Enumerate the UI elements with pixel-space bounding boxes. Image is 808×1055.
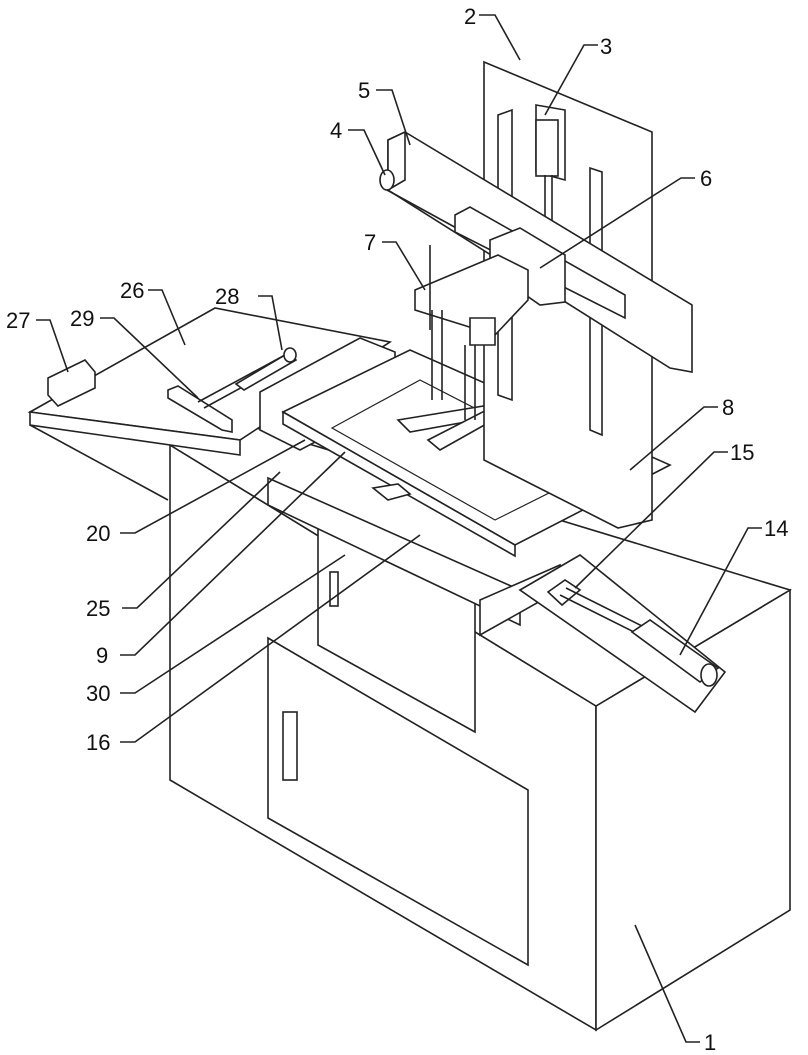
callout-4: 4: [330, 118, 342, 143]
callout-2: 2: [464, 4, 476, 29]
callout-9: 9: [96, 643, 108, 668]
callout-3: 3: [600, 34, 612, 59]
callout-15: 15: [730, 440, 754, 465]
callout-8: 8: [722, 395, 734, 420]
callout-27: 27: [6, 308, 30, 333]
callout-29: 29: [70, 306, 94, 331]
callout-7: 7: [364, 230, 376, 255]
callout-5: 5: [358, 78, 370, 103]
door-handle: [283, 712, 297, 780]
callout-16: 16: [86, 730, 110, 755]
callout-25: 25: [86, 596, 110, 621]
callout-30: 30: [86, 681, 110, 706]
callout-1: 1: [704, 1030, 716, 1055]
callout-14: 14: [764, 516, 788, 541]
callout-20: 20: [86, 521, 110, 546]
callout-6: 6: [700, 166, 712, 191]
callout-26: 26: [120, 278, 144, 303]
callout-28: 28: [215, 284, 239, 309]
